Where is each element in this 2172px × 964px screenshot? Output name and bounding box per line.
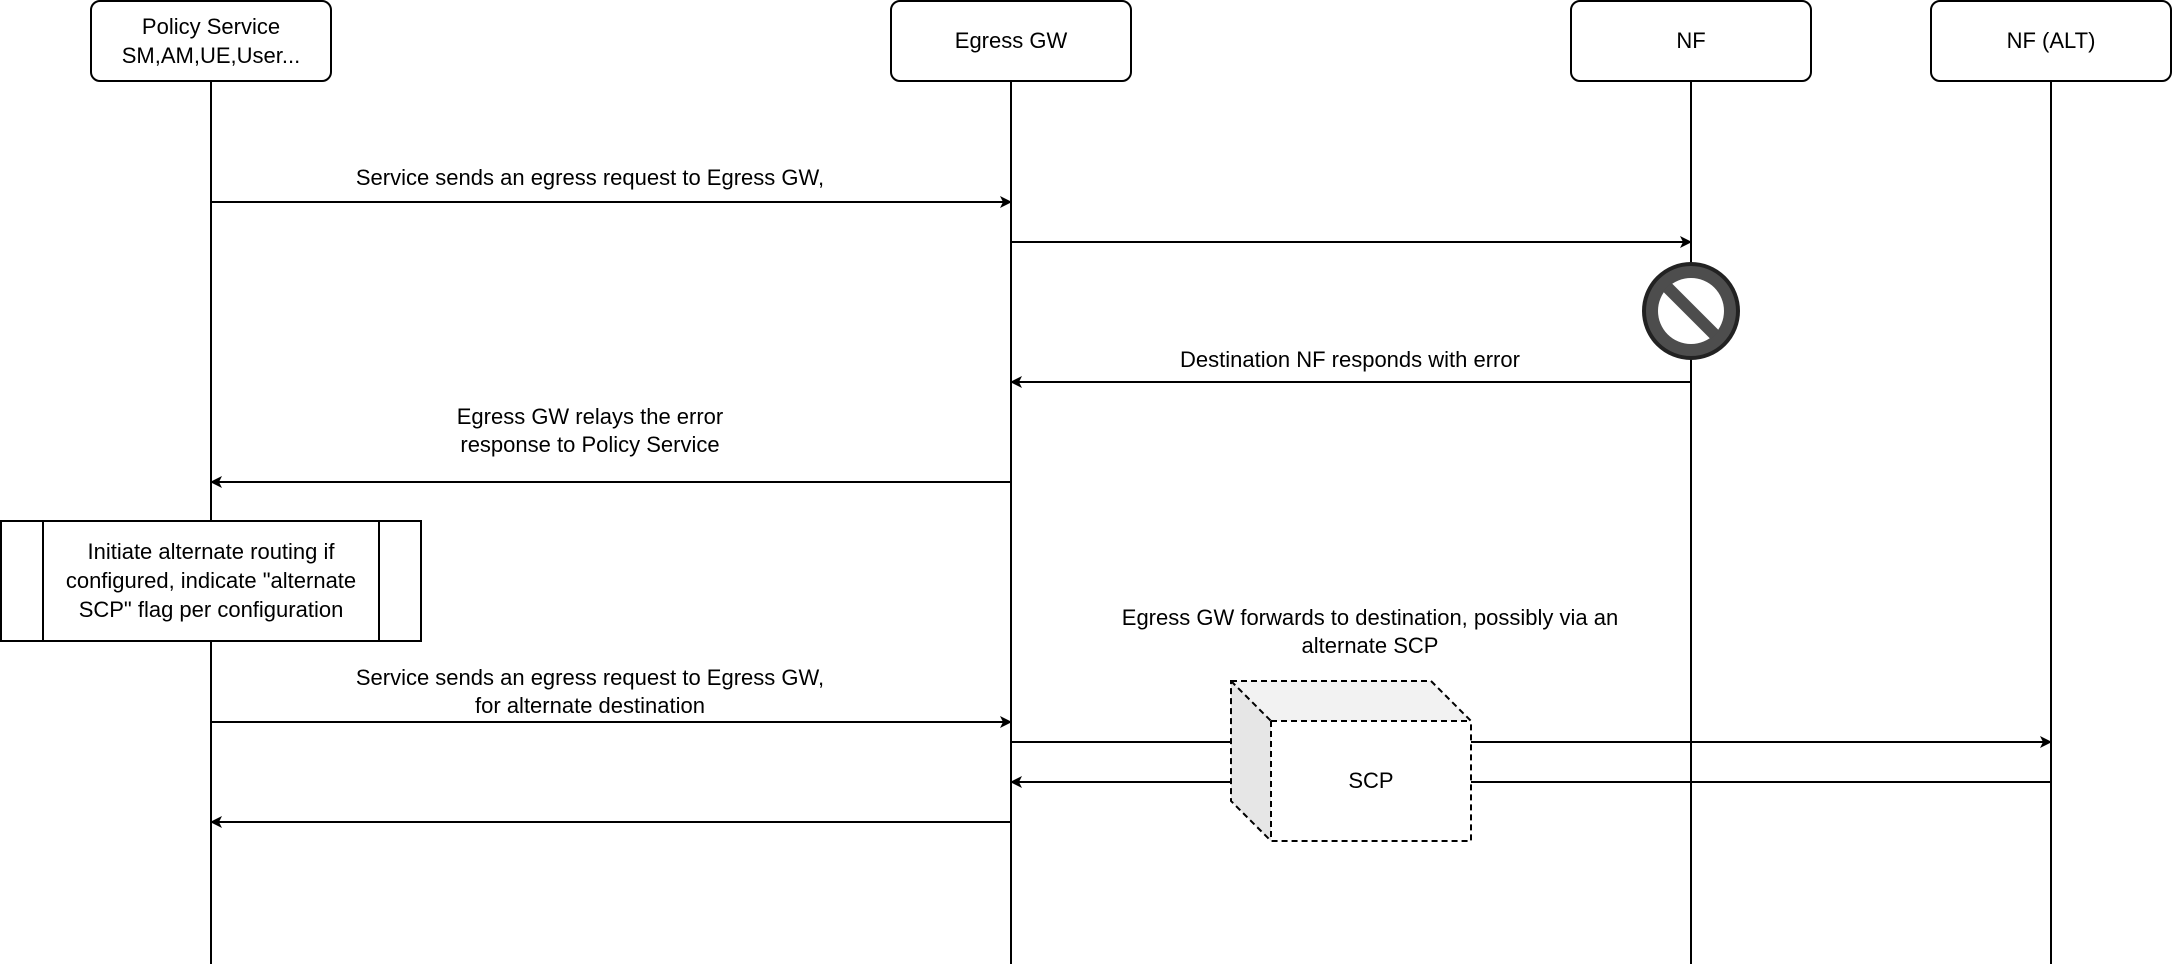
scp-cube-side: [1231, 681, 1271, 841]
participant-egress-gw-label: Egress GW: [955, 28, 1068, 53]
message-6-label-line-1: Egress GW forwards to destination, possi…: [1122, 605, 1618, 630]
process-box-label-line-2: configured, indicate "alternate: [66, 568, 356, 593]
message-3-label: Destination NF responds with error: [1180, 347, 1520, 372]
message-6-label-line-2: alternate SCP: [1302, 633, 1439, 658]
participant-nf[interactable]: NF: [1570, 0, 1812, 82]
participant-nf-label: NF: [1676, 28, 1705, 53]
message-1-label: Service sends an egress request to Egres…: [356, 165, 824, 190]
prohibited-icon: [1642, 262, 1740, 360]
message-5-label-line-1: Service sends an egress request to Egres…: [356, 665, 824, 690]
participant-nf-alt-label: NF (ALT): [2007, 28, 2096, 53]
participant-policy-service-label-line-1: Policy Service: [142, 14, 280, 39]
participant-policy-service[interactable]: Policy Service SM,AM,UE,User...: [90, 0, 332, 82]
scp-cube-front: [1271, 721, 1471, 841]
participant-policy-service-label-line-2: SM,AM,UE,User...: [122, 43, 300, 68]
scp-cube-top: [1231, 681, 1471, 721]
participant-egress-gw[interactable]: Egress GW: [890, 0, 1132, 82]
scp-label: SCP: [1348, 768, 1393, 793]
message-4-label-line-1: Egress GW relays the error: [457, 404, 724, 429]
process-box-label-line-1: Initiate alternate routing if: [87, 539, 335, 564]
scp-node[interactable]: SCP: [1230, 680, 1472, 842]
message-5-label-line-2: for alternate destination: [475, 693, 705, 718]
process-box-label-line-3: SCP" flag per configuration: [79, 597, 344, 622]
message-4-label-line-2: response to Policy Service: [460, 432, 719, 457]
alternate-routing-process-box[interactable]: Initiate alternate routing if configured…: [0, 520, 422, 642]
participant-nf-alt[interactable]: NF (ALT): [1930, 0, 2172, 82]
